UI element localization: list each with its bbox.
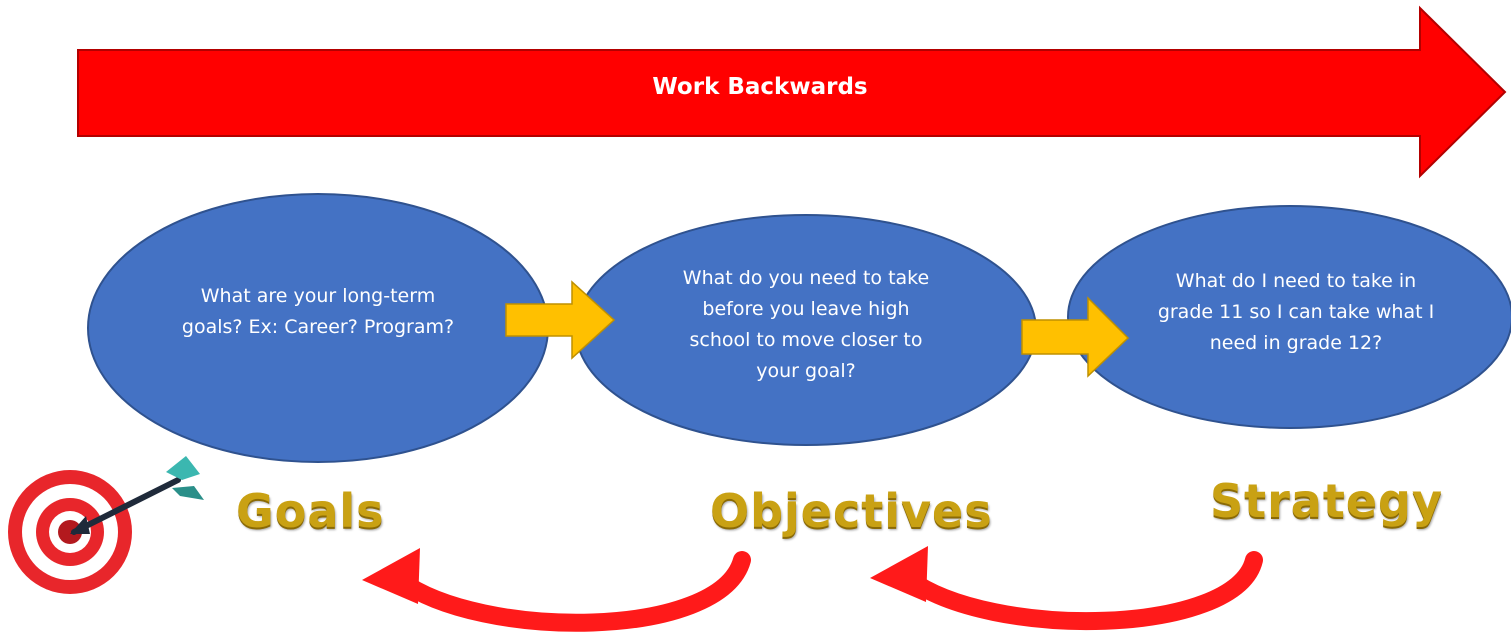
strategy-bubble-text: What do I need to take in grade 11 so I … xyxy=(1157,269,1435,354)
objectives-label: Objectives xyxy=(710,484,993,538)
strategy-label: Strategy xyxy=(1210,474,1443,528)
work-backwards-arrow xyxy=(77,5,1507,179)
goals-label: Goals xyxy=(236,484,385,538)
connector-arrow-1 xyxy=(505,280,616,360)
work-backwards-label: Work Backwards xyxy=(652,74,868,100)
strategy-bubble xyxy=(1067,205,1511,429)
objectives-bubble-text: What do you need to take before you leav… xyxy=(682,267,930,382)
connector-arrow-2 xyxy=(1021,296,1130,378)
return-arrow-strategy-to-objectives xyxy=(870,546,1263,631)
return-arrow-objectives-to-goals xyxy=(362,548,751,632)
goals-bubble-text: What are your long-term goals? Ex: Caree… xyxy=(181,285,455,338)
target-with-arrow-icon xyxy=(8,456,204,594)
